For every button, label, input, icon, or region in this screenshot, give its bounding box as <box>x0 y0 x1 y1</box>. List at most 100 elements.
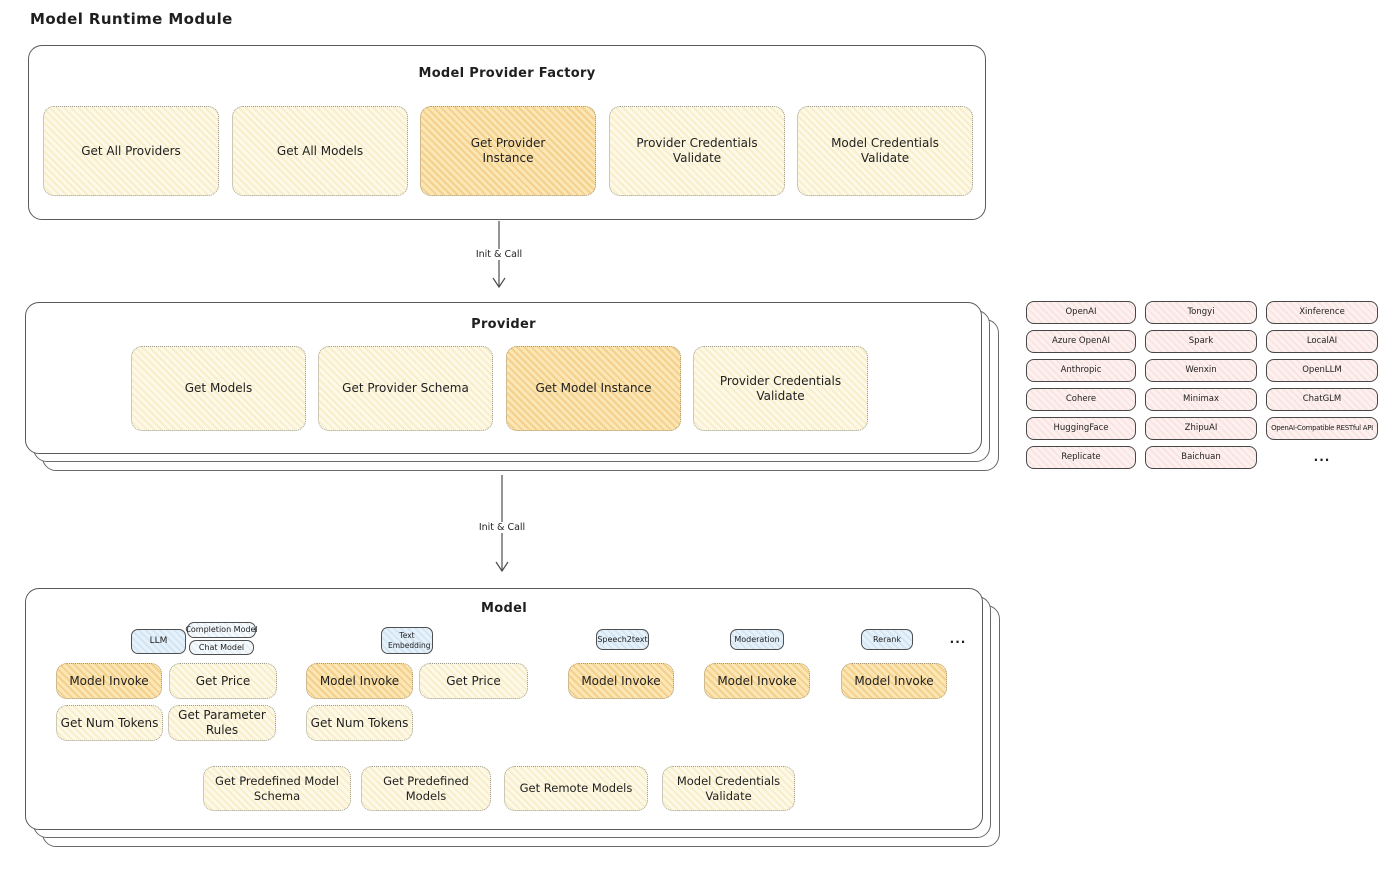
factory-item-label: Get All Models <box>276 143 364 158</box>
provider-chip-azure-openai: Azure OpenAI <box>1026 330 1136 353</box>
model-tab-llm: LLM <box>131 629 186 654</box>
text-embedding-model-invoke: Model Invoke <box>306 663 413 699</box>
arrow-label-init-call-2: Init & Call <box>474 522 530 533</box>
item-label: Model Invoke <box>319 673 400 688</box>
model-stack: Model LLM Completion Model Chat Model Mo… <box>25 588 983 830</box>
provider-chip-label: OpenAI <box>1065 307 1097 318</box>
factory-item-label: Provider Credentials Validate <box>636 136 758 165</box>
model-subtab-chat-model: Chat Model <box>189 640 254 655</box>
provider-chip-xinference: Xinference <box>1266 301 1378 324</box>
model-get-predefined-model-schema: Get Predefined Model Schema <box>203 766 351 811</box>
subtab-label: Chat Model <box>198 642 245 652</box>
provider-chip-openai-compatible-restful-api: OpenAI-Compatible RESTful API <box>1266 417 1378 440</box>
provider-chip-label: HuggingFace <box>1053 423 1109 434</box>
factory-item-label: Get All Providers <box>81 143 181 158</box>
provider-chip-minimax: Minimax <box>1145 388 1257 411</box>
provider-chip-label: Wenxin <box>1185 365 1217 376</box>
ellipsis-label: ... <box>949 632 967 646</box>
factory-item-provider-credentials-validate: Provider Credentials Validate <box>609 106 785 196</box>
provider-chip-anthropic: Anthropic <box>1026 359 1136 382</box>
model-tab-rerank: Rerank <box>861 629 913 650</box>
item-label: Get Predefined Models <box>383 774 469 803</box>
provider-chip-label: Anthropic <box>1060 365 1102 376</box>
provider-chip-label: Azure OpenAI <box>1052 336 1110 347</box>
item-label: Get Predefined Model Schema <box>215 774 339 803</box>
model-panel: Model LLM Completion Model Chat Model Mo… <box>25 588 983 830</box>
provider-chip-label: LocalAI <box>1306 336 1338 347</box>
provider-chip-label: Minimax <box>1183 394 1219 405</box>
provider-item-label: Provider Credentials Validate <box>719 373 842 403</box>
llm-get-parameter-rules: Get Parameter Rules <box>168 705 276 741</box>
provider-chip-cohere: Cohere <box>1026 388 1136 411</box>
provider-chip-label: ZhipuAI <box>1184 423 1218 434</box>
factory-item-get-provider-instance: Get Provider Instance <box>420 106 596 196</box>
speech2text-model-invoke: Model Invoke <box>568 663 674 699</box>
provider-chip-tongyi: Tongyi <box>1145 301 1257 324</box>
item-label: Model Invoke <box>581 673 661 688</box>
provider-chip-label: OpenLLM <box>1302 365 1342 376</box>
provider-item-provider-credentials-validate: Provider Credentials Validate <box>693 346 868 431</box>
item-label: Get Num Tokens <box>60 715 159 730</box>
item-label: Model Invoke <box>69 673 149 688</box>
provider-chip-label: Replicate <box>1061 452 1101 463</box>
provider-chip-openllm: OpenLLM <box>1266 359 1378 382</box>
provider-chip-huggingface: HuggingFace <box>1026 417 1136 440</box>
provider-chip-localai: LocalAI <box>1266 330 1378 353</box>
provider-chip-label: OpenAI-Compatible RESTful API <box>1271 424 1373 433</box>
provider-stack: Provider Get Models Get Provider Schema … <box>25 302 982 454</box>
provider-chip-replicate: Replicate <box>1026 446 1136 469</box>
factory-item-get-all-providers: Get All Providers <box>43 106 219 196</box>
provider-item-label: Get Model Instance <box>535 381 652 395</box>
provider-chip-label: ChatGLM <box>1302 394 1342 405</box>
provider-panel: Provider Get Models Get Provider Schema … <box>25 302 982 454</box>
model-get-predefined-models: Get Predefined Models <box>361 766 491 811</box>
provider-chip-wenxin: Wenxin <box>1145 359 1257 382</box>
text-embedding-get-num-tokens: Get Num Tokens <box>306 705 413 741</box>
tab-label: Text Embedding <box>388 631 431 650</box>
ellipsis-label: ... <box>1313 450 1331 464</box>
provider-chip-label: Xinference <box>1299 307 1345 318</box>
provider-chip-label: Spark <box>1188 336 1214 347</box>
item-label: Get Remote Models <box>519 781 633 796</box>
factory-item-get-all-models: Get All Models <box>232 106 408 196</box>
model-more-ellipsis: ... <box>946 629 970 650</box>
model-subtab-completion-model: Completion Model <box>185 622 258 638</box>
llm-model-invoke: Model Invoke <box>56 663 162 699</box>
provider-chip-chatglm: ChatGLM <box>1266 388 1378 411</box>
provider-chip-openai: OpenAI <box>1026 301 1136 324</box>
llm-get-price: Get Price <box>169 663 277 699</box>
subtab-label: Completion Model <box>185 625 258 634</box>
provider-item-get-models: Get Models <box>131 346 306 431</box>
moderation-model-invoke: Model Invoke <box>704 663 810 699</box>
item-label: Get Price <box>195 673 251 688</box>
llm-get-num-tokens: Get Num Tokens <box>56 705 163 741</box>
provider-chip-zhipuai: ZhipuAI <box>1145 417 1257 440</box>
item-label: Get Parameter Rules <box>178 708 266 737</box>
provider-item-get-provider-schema: Get Provider Schema <box>318 346 493 431</box>
tab-label: Rerank <box>872 634 901 644</box>
providers-more-ellipsis: ... <box>1266 446 1378 469</box>
provider-title: Provider <box>471 317 536 332</box>
tab-label: Moderation <box>734 634 780 644</box>
text-embedding-get-price: Get Price <box>419 663 528 699</box>
model-tab-speech2text: Speech2text <box>596 629 649 650</box>
model-tab-moderation: Moderation <box>730 629 784 650</box>
item-label: Model Credentials Validate <box>676 774 781 803</box>
provider-chip-spark: Spark <box>1145 330 1257 353</box>
provider-item-label: Get Provider Schema <box>342 381 469 395</box>
provider-chip-label: Cohere <box>1065 394 1097 405</box>
provider-chip-label: Tongyi <box>1187 307 1215 318</box>
tab-label: LLM <box>149 635 168 646</box>
item-label: Get Num Tokens <box>310 715 409 730</box>
factory-panel: Model Provider Factory Get All Providers… <box>28 45 986 220</box>
factory-item-label: Model Credentials Validate <box>831 136 939 165</box>
model-get-remote-models: Get Remote Models <box>504 766 648 811</box>
item-label: Model Invoke <box>854 673 934 688</box>
provider-item-label: Get Models <box>184 381 253 395</box>
factory-item-label: Get Provider Instance <box>470 136 546 165</box>
item-label: Get Price <box>446 673 501 688</box>
arrow-label-init-call-1: Init & Call <box>471 249 527 260</box>
model-title: Model <box>481 601 527 616</box>
factory-item-model-credentials-validate: Model Credentials Validate <box>797 106 973 196</box>
